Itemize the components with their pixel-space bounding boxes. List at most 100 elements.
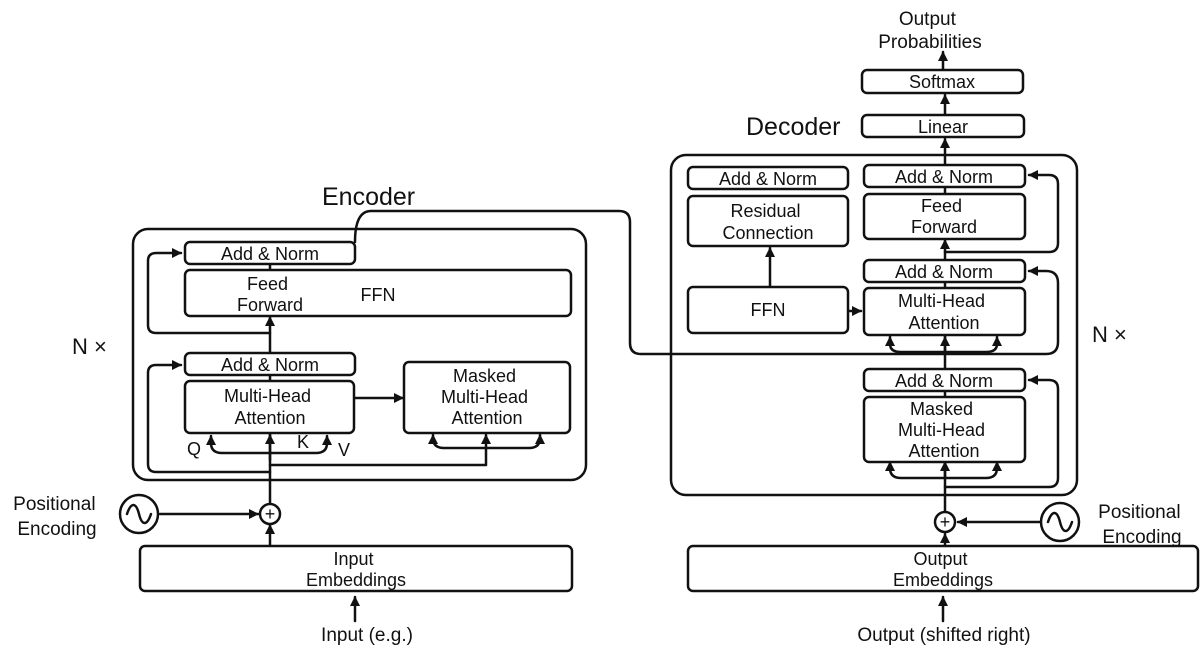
decoder-sum-node — [933, 510, 957, 534]
encoder-masked-label-line1: Masked — [453, 366, 516, 386]
decoder-masked-label-line2: Multi-Head — [898, 420, 985, 440]
decoder-masked-label: Masked Multi-Head Attention — [898, 399, 990, 461]
decoder-masked-attention — [862, 395, 1027, 464]
decoder-residual-label-line1: Residual — [730, 201, 800, 221]
encoder-v-label: V — [338, 440, 350, 460]
encoder-multi-head-label: Multi-Head Attention — [224, 386, 316, 428]
decoder-feed-forward-label-line1: Feed — [921, 196, 962, 216]
encoder-feed-forward-label: Feed Forward — [237, 274, 303, 315]
decoder-multi-head-label-line1: Multi-Head — [898, 291, 985, 311]
encoder-masked-right-arrow — [484, 433, 545, 450]
decoder-add-norm-left-label: Add & Norm — [719, 169, 817, 189]
decoder-softmax — [860, 68, 1025, 95]
decoder-multi-head-attention — [862, 286, 1027, 337]
decoder-output-label: Output (shifted right) — [857, 625, 1030, 646]
decoder-frame — [669, 153, 1079, 497]
decoder-feed-forward-label-line2: Forward — [911, 217, 977, 237]
encoder-positional-label-line2: Encoding — [17, 519, 96, 540]
decoder-sum-symbol: + — [940, 512, 951, 532]
encoder: Encoder N × Add & Norm Feed Forward FFN … — [13, 183, 1060, 646]
encoder-add-norm-mid-label: Add & Norm — [221, 355, 319, 375]
encoder-embeddings-label-line2: Embeddings — [306, 570, 406, 590]
encoder-input-embeddings — [138, 544, 574, 593]
encoder-q-label: Q — [187, 439, 201, 459]
encoder-residual-2 — [146, 248, 272, 335]
encoder-multi-head-label-line2: Attention — [234, 408, 305, 428]
encoder-multi-head-attention — [183, 379, 356, 435]
encoder-add-norm-mid — [183, 351, 357, 377]
encoder-embeddings-label: Input Embeddings — [306, 549, 406, 590]
encoder-query-arrow — [206, 434, 272, 455]
decoder-linear-label: Linear — [918, 117, 968, 137]
decoder-embeddings-label-line2: Embeddings — [893, 570, 993, 590]
encoder-masked-left-arrow — [428, 433, 488, 450]
encoder-feed-forward-label-line1: Feed — [247, 274, 288, 294]
encoder-residual-1 — [146, 360, 272, 474]
encoder-positional-encoding-icon — [118, 493, 160, 535]
decoder-ffn-label: FFN — [751, 300, 786, 320]
encoder-k-label: K — [297, 432, 309, 452]
encoder-positional-label-line1: Positional — [13, 494, 95, 515]
decoder-masked-label-line3: Attention — [908, 441, 979, 461]
encoder-key-arrow — [268, 434, 332, 455]
decoder-add-norm-bottom — [862, 367, 1027, 393]
decoder-ffn — [686, 285, 850, 335]
encoder-sum-symbol: + — [265, 504, 276, 524]
decoder-output-embeddings — [686, 544, 1200, 593]
decoder-embeddings-label: Output Embeddings — [893, 549, 993, 590]
encoder-ffn-label: FFN — [361, 285, 396, 305]
decoder-output-probabilities-line2: Probabilities — [878, 32, 982, 53]
encoder-multi-head-label-line1: Multi-Head — [224, 386, 311, 406]
encoder-masked-input — [268, 446, 488, 467]
decoder-linear — [860, 113, 1026, 139]
decoder: Decoder N × Output Probabilities Softmax — [669, 9, 1200, 646]
decoder-positional-label-line1: Positional — [1098, 502, 1180, 523]
decoder-feed-forward-label: Feed Forward — [911, 196, 977, 237]
decoder-residual-3 — [943, 170, 1060, 254]
encoder-feed-forward — [183, 268, 573, 318]
decoder-add-norm-mid-label: Add & Norm — [895, 262, 993, 282]
decoder-multi-head-label: Multi-Head Attention — [898, 291, 990, 333]
decoder-add-norm-left — [686, 165, 850, 191]
decoder-masked-label-line1: Masked — [910, 399, 973, 419]
encoder-add-norm-top-label: Add & Norm — [221, 244, 319, 264]
decoder-feed-forward — [862, 192, 1027, 241]
decoder-positional-label: Positional Encoding — [1098, 502, 1186, 548]
encoder-masked-label: Masked Multi-Head Attention — [441, 366, 533, 428]
encoder-add-norm-top — [183, 240, 357, 266]
decoder-attention-left-arrow — [885, 335, 947, 354]
encoder-feed-forward-label-line2: Forward — [237, 295, 303, 315]
decoder-multi-head-label-line2: Attention — [908, 313, 979, 333]
decoder-residual-label: Residual Connection — [722, 201, 813, 243]
decoder-masked-right-arrow — [943, 460, 1002, 480]
encoder-positional-label: Positional Encoding — [13, 494, 101, 540]
encoder-input-label: Input (e.g.) — [321, 625, 413, 646]
decoder-residual-connection — [686, 194, 850, 248]
encoder-masked-label-line2: Multi-Head — [441, 387, 528, 407]
decoder-output-probabilities-line1: Output — [899, 9, 957, 30]
decoder-positional-encoding-icon — [1039, 501, 1081, 543]
decoder-attention-right-arrow — [943, 335, 1002, 354]
decoder-positional-label-line2: Encoding — [1102, 527, 1181, 548]
encoder-repeat-label: N × — [72, 334, 107, 359]
decoder-softmax-label: Softmax — [909, 72, 975, 92]
decoder-masked-left-arrow — [885, 460, 947, 480]
decoder-add-norm-bottom-label: Add & Norm — [895, 371, 993, 391]
encoder-embeddings-label-line1: Input — [333, 549, 373, 569]
decoder-title: Decoder — [746, 113, 841, 141]
decoder-add-norm-mid — [862, 258, 1027, 284]
encoder-frame — [131, 227, 588, 482]
encoder-masked-attention — [402, 360, 572, 435]
decoder-repeat-label: N × — [1092, 322, 1127, 347]
decoder-add-norm-top-label: Add & Norm — [895, 167, 993, 187]
encoder-to-decoder-line — [353, 209, 1060, 356]
decoder-embeddings-label-line1: Output — [913, 549, 967, 569]
encoder-masked-label-line3: Attention — [451, 408, 522, 428]
decoder-residual-1 — [943, 375, 1060, 489]
decoder-residual-label-line2: Connection — [722, 223, 813, 243]
decoder-add-norm-top — [862, 163, 1027, 189]
encoder-sum-node — [258, 502, 282, 526]
encoder-title: Encoder — [322, 183, 415, 211]
decoder-output-probabilities: Output Probabilities — [878, 9, 982, 53]
